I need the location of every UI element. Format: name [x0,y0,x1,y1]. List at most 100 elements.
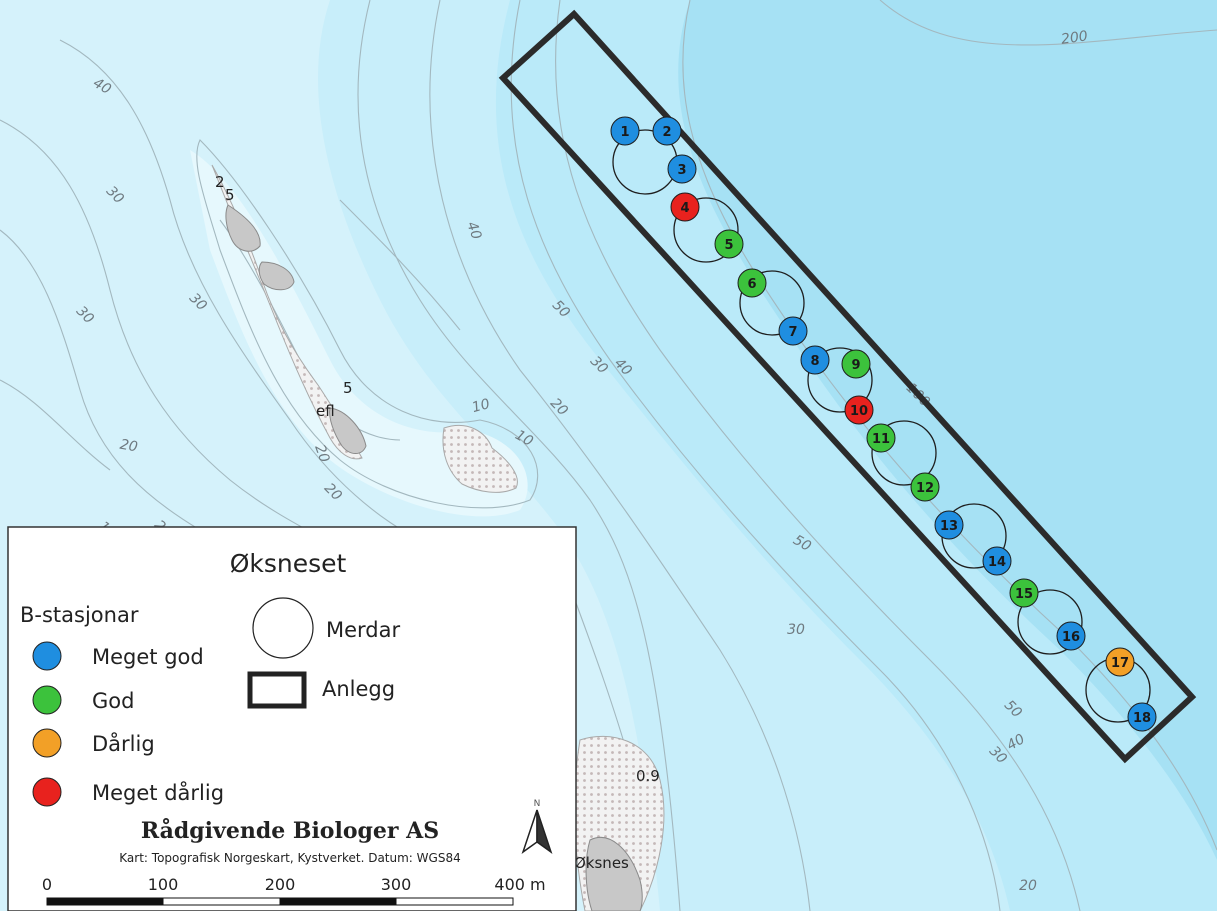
north-arrow: N [521,799,553,854]
station-circle [844,395,874,425]
station-marker[interactable]: 18 [1127,702,1157,732]
station-circle [1127,702,1157,732]
station-circle [800,345,830,375]
station-number: 5 [724,238,733,253]
facility-boundary [498,9,1197,764]
company-name: Rådgivende Biologer AS [141,818,439,844]
station-number: 4 [680,201,689,216]
station-circle [841,349,871,379]
depth-label: 20 [1019,878,1037,894]
depth-labels: 2004030303040503040201010100202020102050… [73,28,1089,894]
station-number: 1 [620,125,629,140]
station-marker[interactable]: 8 [800,345,830,375]
station-marker[interactable]: 5 [714,229,744,259]
station-number: 14 [988,555,1006,570]
island [225,204,261,252]
cage-ring [673,197,739,263]
scale-tick-0: 0 [42,875,52,894]
depth-label: 20 [311,443,332,465]
scale-segment [279,897,397,906]
legend-label-meget-god: Meget god [92,645,204,669]
station-marker[interactable]: 10 [844,395,874,425]
station-circle [652,116,682,146]
station-marker[interactable]: 12 [910,472,940,502]
station-circle [1009,578,1039,608]
station-marker[interactable]: 17 [1105,647,1135,677]
station-number: 17 [1111,656,1129,671]
scale-tick-100: 100 [148,875,179,894]
contour-line [0,119,361,561]
station-circle [737,268,767,298]
cage-ring [871,420,937,486]
station-marker[interactable]: 3 [667,154,697,184]
station-marker[interactable]: 6 [737,268,767,298]
station-marker[interactable]: 13 [934,510,964,540]
contour-line [59,39,421,541]
scale-segment [395,897,514,906]
legend-facility-symbol [247,671,307,709]
contour-line [196,139,539,509]
station-number: 18 [1133,711,1151,726]
cage-ring [1017,589,1083,655]
depth-label: 10 [470,396,491,416]
legend-label-god: God [92,689,134,713]
island [585,836,643,911]
contour-line [555,0,1081,911]
station-number: 2 [662,125,671,140]
depth-label: 40 [463,220,484,242]
station-number: 11 [872,432,890,447]
contour-line [0,229,201,531]
contour-line [0,379,111,471]
contour-line [682,0,1217,851]
station-circle [667,154,697,184]
station-marker[interactable]: 4 [670,192,700,222]
station-number: 9 [851,358,860,373]
depth-label: 30 [787,622,805,638]
place-label: Øksnes [574,854,629,872]
contour-line [879,0,1217,46]
place-labels: 2 5 5 efl 0.9 Øksnes [215,173,660,872]
depth-label: 40 [1004,731,1028,754]
place-label-partial: 2 [215,173,225,191]
legend-swatch-meget-darlig [32,777,62,807]
station-marker[interactable]: 2 [652,116,682,146]
station-marker[interactable]: 1 [610,116,640,146]
cage-ring [739,270,805,336]
station-number: 6 [747,277,756,292]
station-marker[interactable]: 16 [1056,621,1086,651]
station-circle [714,229,744,259]
legend-swatch-meget-god [32,641,62,671]
station-circle [670,192,700,222]
legend-label-meget-darlig: Meget dårlig [92,780,224,805]
station-number: 13 [940,519,958,534]
cage-ring [807,347,873,413]
station-marker[interactable]: 14 [982,546,1012,576]
scale-tick-400: 400 m [494,875,545,894]
station-number: 8 [810,354,819,369]
legend-swatch-god [32,685,62,715]
station-marker[interactable]: 15 [1009,578,1039,608]
place-label: 5 [343,379,353,397]
station-circle [866,423,896,453]
station-circle [1105,647,1135,677]
stations-heading: B-stasjonar [20,603,139,627]
station-marker[interactable]: 7 [778,316,808,346]
station-number: 16 [1062,630,1080,645]
station-number: 10 [850,404,868,419]
station-circle [610,116,640,146]
station-marker[interactable]: 11 [866,423,896,453]
north-arrow-right [536,809,553,854]
island [258,261,295,291]
station-number: 15 [1015,587,1033,602]
island [329,407,367,454]
station-circle [1056,621,1086,651]
contour-line [339,199,461,331]
station-number: 3 [677,163,686,178]
north-letter: N [534,799,541,809]
depth-label: 20 [119,437,139,456]
station-marker[interactable]: 9 [841,349,871,379]
